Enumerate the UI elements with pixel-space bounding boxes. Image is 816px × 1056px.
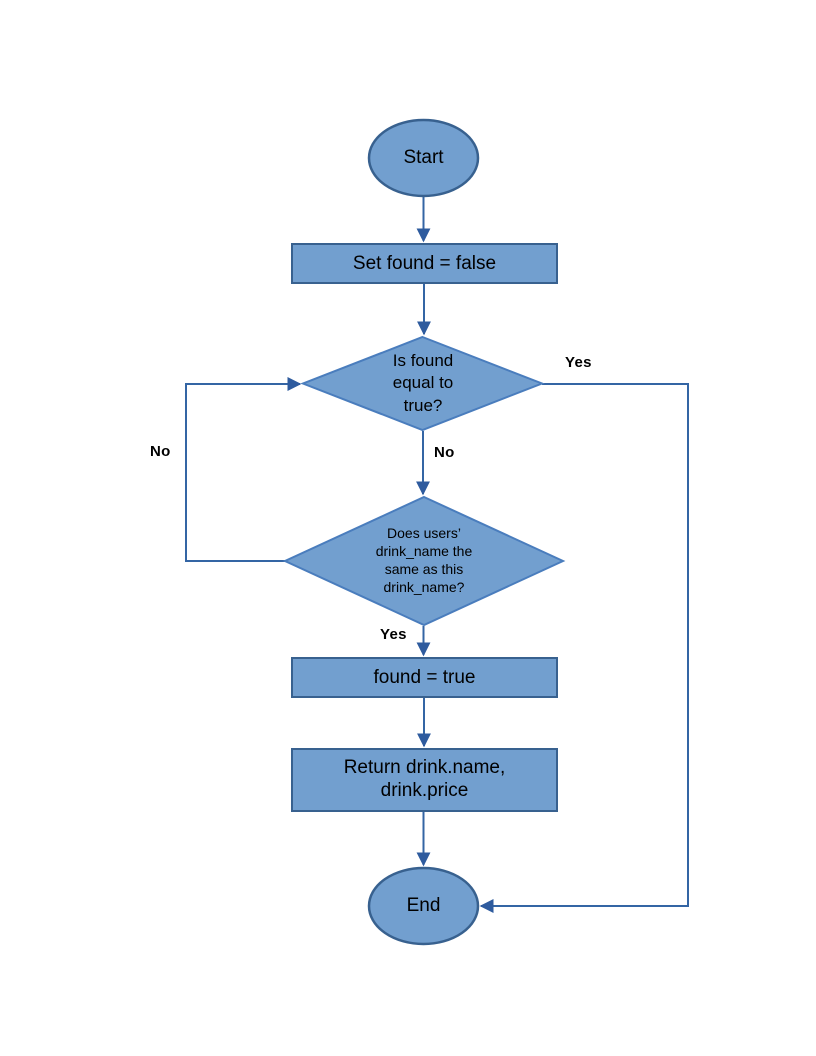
setfound-process-shape: [291, 243, 558, 284]
connector-match-no-loop-to-isfound: [185, 377, 302, 562]
return-process-shape: [291, 748, 558, 812]
start-terminator-shape: [367, 118, 480, 198]
foundtrue-process-shape: [291, 657, 558, 698]
match-decision-shape: [282, 495, 566, 627]
end-terminator-shape: [367, 866, 480, 946]
isfound-decision-shape: [300, 335, 545, 432]
connector-isfound-yes-to-end: [479, 383, 689, 913]
